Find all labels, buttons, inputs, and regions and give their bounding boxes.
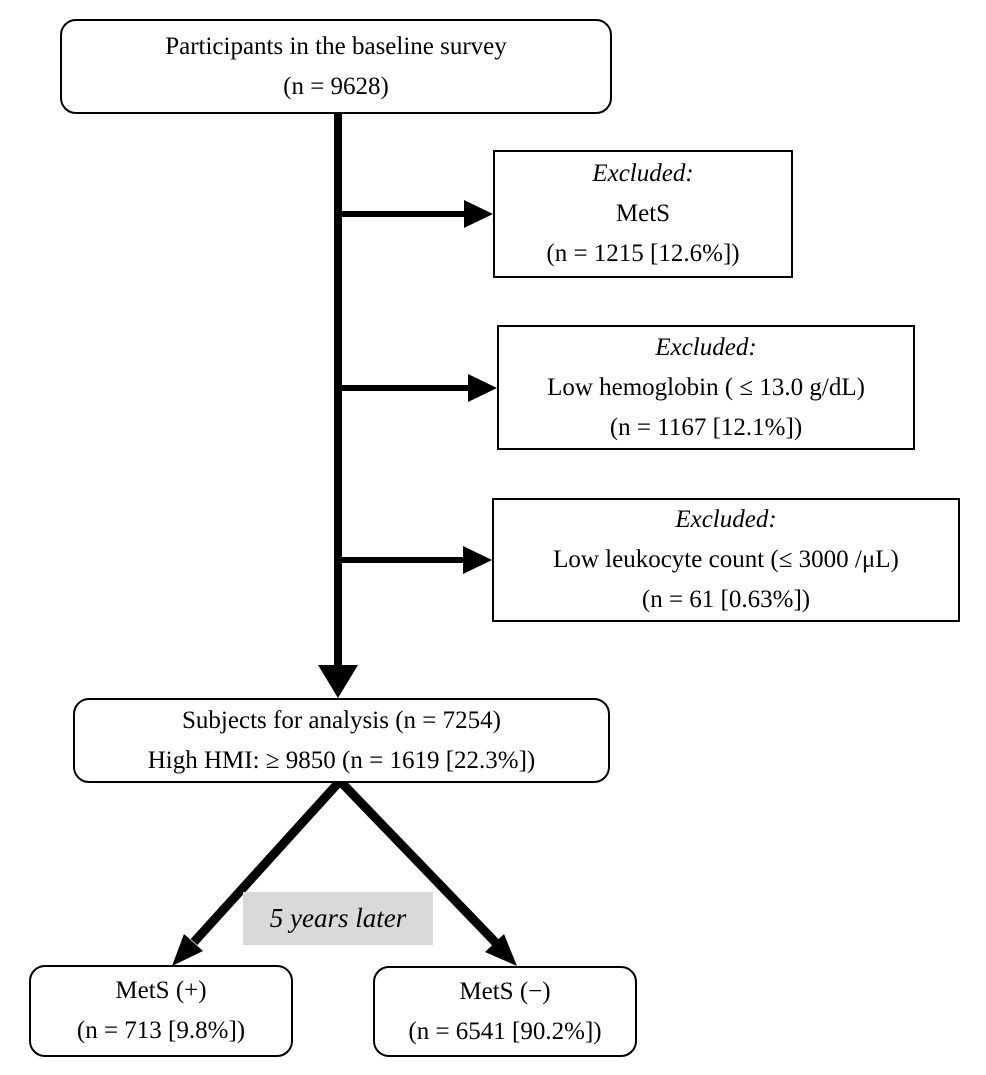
excluded-mets-reason: MetS bbox=[615, 200, 671, 227]
main-flow-arrowhead-icon bbox=[318, 665, 358, 698]
outcome-mets-positive-line bbox=[190, 777, 344, 946]
excluded-hemoglobin-count: (n = 1167 [12.1%]) bbox=[609, 413, 803, 441]
excluded-hemoglobin-box: Excluded: Low hemoglobin ( ≤ 13.0 g/dL) … bbox=[497, 325, 915, 450]
excluded-leukocyte-count: (n = 61 [0.63%]) bbox=[641, 586, 811, 613]
analysis-subjects-detail: High HMI: ≥ 9850 (n = 1619 [22.3%]) bbox=[147, 746, 536, 774]
outcome-mets-negative-box: MetS (−) (n = 6541 [90.2%]) bbox=[373, 966, 637, 1057]
excluded-mets-count: (n = 1215 [12.6%]) bbox=[546, 240, 740, 267]
excluded-leukocyte-reason: Low leukocyte count (≤ 3000 /μL) bbox=[553, 546, 899, 573]
excluded-mets-title: Excluded: bbox=[592, 160, 694, 187]
excluded-hemoglobin-title: Excluded: bbox=[655, 333, 757, 361]
outcome-mets-positive-box: MetS (+) (n = 713 [9.8%]) bbox=[29, 965, 293, 1057]
excluded-hemoglobin-arrowhead-icon bbox=[468, 374, 497, 402]
baseline-survey-box: Participants in the baseline survey (n =… bbox=[60, 19, 612, 114]
excluded-mets-arrowhead-icon bbox=[464, 200, 493, 228]
excluded-hemoglobin-reason: Low hemoglobin ( ≤ 13.0 g/dL) bbox=[547, 373, 865, 401]
baseline-survey-count: (n = 9628) bbox=[283, 72, 389, 100]
analysis-subjects-box: Subjects for analysis (n = 7254) High HM… bbox=[73, 698, 610, 783]
outcome-mets-negative-arrowhead-icon bbox=[485, 934, 517, 966]
excluded-leukocyte-title: Excluded: bbox=[675, 506, 777, 533]
excluded-mets-box: Excluded: MetS (n = 1215 [12.6%]) bbox=[493, 150, 793, 278]
interval-label-text: 5 years later bbox=[269, 903, 407, 933]
excluded-leukocyte-arrowhead-icon bbox=[463, 546, 492, 574]
outcome-mets-negative-title: MetS (−) bbox=[459, 977, 551, 1005]
analysis-subjects-title: Subjects for analysis (n = 7254) bbox=[182, 706, 501, 734]
baseline-survey-title: Participants in the baseline survey bbox=[165, 32, 507, 60]
outcome-mets-positive-title: MetS (+) bbox=[115, 977, 207, 1004]
interval-label: 5 years later bbox=[243, 892, 433, 945]
outcome-mets-negative-line bbox=[336, 777, 502, 949]
outcome-mets-negative-count: (n = 6541 [90.2%]) bbox=[408, 1017, 602, 1045]
excluded-leukocyte-box: Excluded: Low leukocyte count (≤ 3000 /μ… bbox=[492, 498, 960, 622]
outcome-mets-positive-arrowhead-icon bbox=[172, 934, 203, 966]
outcome-mets-positive-count: (n = 713 [9.8%]) bbox=[76, 1017, 246, 1044]
